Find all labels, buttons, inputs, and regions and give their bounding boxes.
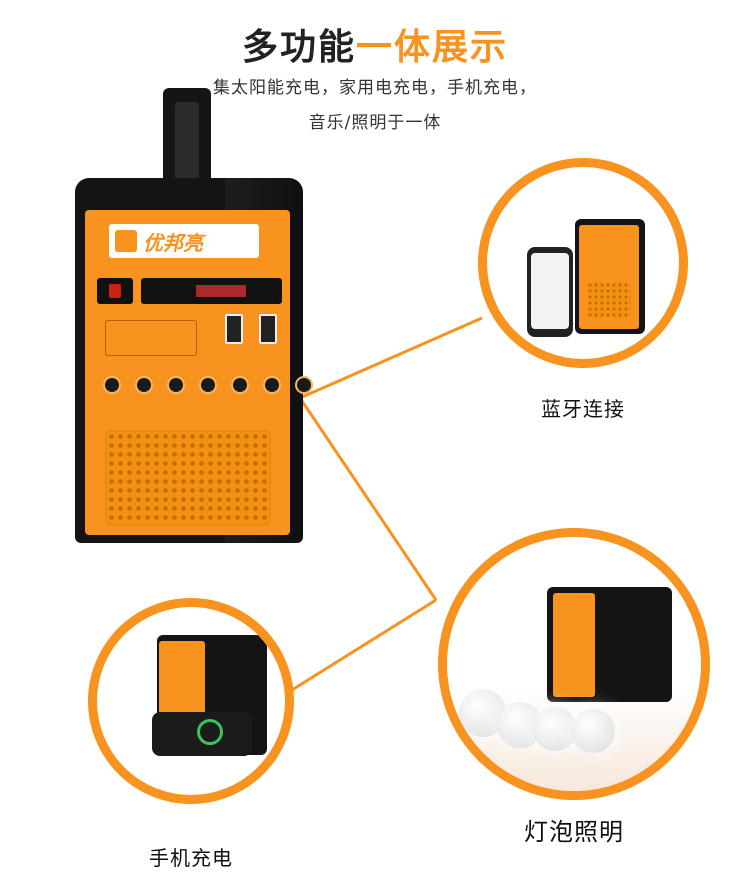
dc-port-icon bbox=[199, 376, 217, 394]
dc-port-icon bbox=[231, 376, 249, 394]
mini-speaker bbox=[587, 282, 631, 318]
brand-plate: 优邦亮 bbox=[109, 224, 259, 258]
feature-caption-bluetooth: 蓝牙连接 bbox=[541, 397, 625, 421]
usb-port-icon bbox=[225, 314, 243, 344]
digital-display bbox=[141, 278, 282, 304]
control-row bbox=[97, 276, 282, 306]
dc-port-icon bbox=[295, 376, 313, 394]
usb-ports bbox=[225, 314, 277, 344]
feature-circle-bluetooth bbox=[478, 158, 688, 368]
charging-icon bbox=[197, 719, 223, 745]
subtitle-line-1: 集太阳能充电，家用电充电，手机充电， bbox=[213, 78, 537, 98]
output-ports bbox=[103, 376, 313, 394]
usb-port-icon bbox=[259, 314, 277, 344]
feature-circle-phone-charging bbox=[88, 598, 294, 804]
title-accent: 一体展示 bbox=[356, 27, 509, 68]
battery-indicator-panel bbox=[105, 320, 197, 356]
feature-caption-phone-charging: 手机充电 bbox=[149, 846, 233, 870]
bulb-icon bbox=[571, 709, 615, 753]
title-prefix: 多功能 bbox=[241, 27, 356, 68]
phone-screen bbox=[531, 253, 569, 329]
dc-port-icon bbox=[167, 376, 185, 394]
mini-panel bbox=[553, 593, 595, 697]
page-title: 多功能一体展示 bbox=[0, 18, 750, 70]
dc-port-icon bbox=[263, 376, 281, 394]
speaker-grille bbox=[105, 430, 271, 526]
brand-name: 优邦亮 bbox=[143, 230, 203, 255]
dc-port-icon bbox=[135, 376, 153, 394]
feature-circle-lighting bbox=[438, 528, 710, 800]
power-switch-icon bbox=[97, 278, 133, 304]
subtitle-line-2: 音乐/照明于一体 bbox=[308, 113, 442, 133]
feature-caption-lighting: 灯泡照明 bbox=[524, 818, 624, 846]
dc-port-icon bbox=[103, 376, 121, 394]
bulb-icon bbox=[533, 707, 577, 751]
product-main-image: 优邦亮 bbox=[75, 88, 313, 548]
brand-logo-icon bbox=[115, 230, 137, 252]
